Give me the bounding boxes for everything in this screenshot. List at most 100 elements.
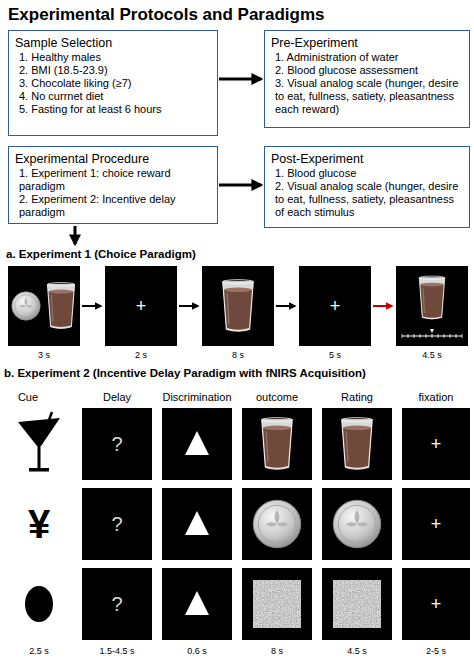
scrambled-image — [333, 580, 381, 628]
cocktail-base — [29, 468, 49, 472]
column-header: Rating — [322, 391, 392, 405]
down-arrow — [74, 226, 77, 244]
frame-art — [322, 408, 392, 480]
duration-label: 4.5 s — [322, 646, 392, 658]
sequence-arrow — [179, 305, 198, 307]
delay-mark: ? — [82, 488, 152, 560]
cocktail-bowl — [18, 418, 60, 446]
box-heading: Post-Experiment — [271, 151, 463, 167]
duration-label: 3 s — [8, 350, 80, 362]
fixation-cross: + — [402, 488, 470, 560]
frame-art — [162, 568, 232, 640]
stimulus-frame — [202, 266, 274, 346]
section-heading: b. Experiment 2 (Incentive Delay Paradig… — [4, 366, 472, 382]
scale-ticks — [402, 334, 462, 338]
column-header: Delay — [82, 391, 152, 405]
cue-symbol — [8, 408, 70, 480]
box-heading: Pre-Experiment — [271, 35, 463, 51]
frame-art — [242, 568, 312, 640]
sequence-arrow — [276, 305, 295, 307]
frame-art — [242, 408, 312, 480]
ellipse-cue — [8, 568, 70, 640]
fixation-cross: + — [402, 408, 470, 480]
duration-label: 2-5 s — [402, 646, 470, 658]
duration-label: 1.5-4.5 s — [82, 646, 152, 658]
diagram-title: Experimental Protocols and Paradigms — [8, 5, 324, 25]
list-item: 1. Healthy males — [15, 51, 211, 64]
frame-art — [162, 488, 232, 560]
list-item: 1. Blood glucose — [271, 167, 463, 180]
rating-frame — [322, 408, 392, 480]
cocktail-stem — [38, 445, 41, 469]
column-header: fixation — [402, 391, 470, 405]
fixation-cross: + — [299, 266, 371, 346]
cocktail-cue — [8, 408, 70, 480]
flow-arrow — [219, 78, 261, 81]
sequence-arrow — [82, 305, 101, 307]
delay-mark: ? — [82, 408, 152, 480]
frame-art — [202, 266, 274, 346]
scrambled-image — [253, 580, 301, 628]
milk-glass — [223, 280, 254, 331]
list-item: 4. No currnet diet — [15, 90, 211, 103]
duration-label: 8 s — [242, 646, 312, 658]
milk-glass — [419, 276, 445, 319]
discrimination-frame — [162, 408, 232, 480]
coin-image — [12, 292, 41, 321]
frame-art — [322, 488, 392, 560]
column-header: Discrimination — [157, 391, 237, 405]
box-heading: Sample Selection — [15, 35, 211, 51]
rating-frame — [322, 568, 392, 640]
outcome-frame — [242, 408, 312, 480]
list-item: 5. Fasting for at least 6 hours — [15, 103, 211, 116]
flow-arrow — [219, 184, 261, 187]
milk-glass — [262, 418, 293, 469]
column-header: Cue — [8, 391, 48, 405]
list-item: 3. Chocolate liking (≥7) — [15, 77, 211, 90]
target-triangle — [185, 591, 209, 615]
stimulus-frame — [8, 266, 80, 346]
target-triangle — [185, 431, 209, 455]
process-box: Sample Selection1. Healthy males2. BMI (… — [8, 30, 218, 136]
list-item: 3. Visual analog scale (hunger, desire t… — [271, 77, 463, 116]
duration-label: 2.5 s — [8, 646, 70, 658]
delay-mark: ? — [82, 568, 152, 640]
duration-label: 5 s — [299, 350, 371, 362]
outcome-frame — [242, 568, 312, 640]
list-item: 1. Experiment 1: choice reward paradigm — [15, 167, 211, 193]
box-heading: Experimental Procedure — [15, 151, 211, 167]
duration-label: 8 s — [202, 350, 274, 362]
coin-image — [253, 500, 301, 548]
sequence-arrow — [373, 305, 392, 307]
process-box: Pre-Experiment1. Administration of water… — [264, 30, 470, 128]
milk-glass — [47, 283, 74, 329]
fixation-cross: + — [105, 266, 177, 346]
milk-glass — [342, 418, 373, 469]
duration-label: 2 s — [105, 350, 177, 362]
cocktail-straw — [46, 412, 52, 428]
target-triangle — [185, 511, 209, 535]
duration-label: 0.6 s — [162, 646, 232, 658]
list-item: 2. Visual analog scale (hunger, desire t… — [271, 180, 463, 219]
scale-pointer — [430, 329, 434, 333]
section-heading: a. Experiment 1 (Choice Paradigm) — [6, 247, 472, 263]
frame-art — [8, 266, 80, 346]
discrimination-frame — [162, 488, 232, 560]
rating-frame — [396, 266, 468, 346]
coin-image — [333, 500, 381, 548]
frame-art — [396, 266, 468, 346]
neutral-ellipse — [25, 586, 53, 622]
list-item: 2. Experiment 2: Incentive delay paradig… — [15, 193, 211, 219]
list-item: 2. Blood glucose assessment — [271, 64, 463, 77]
frame-art — [322, 568, 392, 640]
list-item: 1. Administration of water — [271, 51, 463, 64]
discrimination-frame — [162, 568, 232, 640]
process-box: Experimental Procedure1. Experiment 1: c… — [8, 146, 218, 224]
frame-art — [242, 488, 312, 560]
list-item: 2. BMI (18.5-23.9) — [15, 64, 211, 77]
process-box: Post-Experiment1. Blood glucose2. Visual… — [264, 146, 470, 228]
money-cue: ¥ — [8, 488, 70, 560]
rating-frame — [322, 488, 392, 560]
cue-symbol — [8, 568, 70, 640]
